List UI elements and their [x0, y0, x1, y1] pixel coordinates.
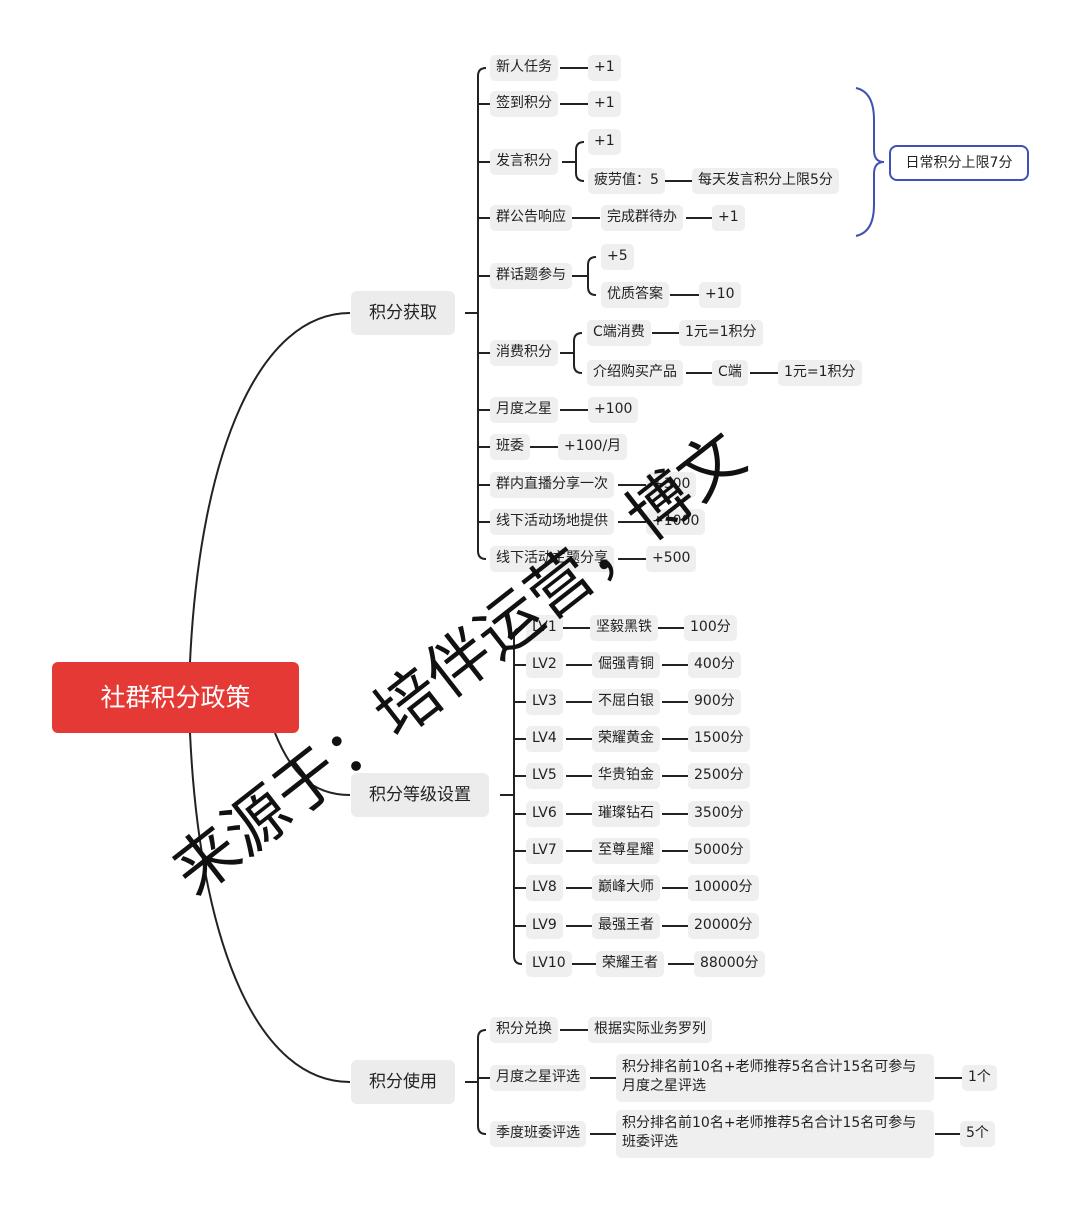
acquire-speak[interactable]: 发言积分: [490, 149, 558, 175]
level-name[interactable]: 荣耀王者: [596, 951, 664, 977]
level-points[interactable]: 2500分: [688, 763, 750, 789]
acquire-venue[interactable]: 线下活动场地提供: [490, 509, 614, 535]
level-lv[interactable]: LV9: [526, 913, 563, 939]
acquire-consume[interactable]: 消费积分: [490, 340, 558, 366]
usage-exchange-desc[interactable]: 根据实际业务罗列: [588, 1017, 712, 1043]
acquire-speak-value[interactable]: +1: [588, 129, 621, 155]
acquire-monthly-star-value[interactable]: +100: [588, 397, 639, 423]
level-points[interactable]: 20000分: [688, 913, 759, 939]
acquire-checkin[interactable]: 签到积分: [490, 91, 558, 117]
level-lv[interactable]: LV3: [526, 689, 563, 715]
acquire-live-share-value[interactable]: +300: [646, 472, 697, 498]
level-lv[interactable]: LV7: [526, 838, 563, 864]
acquire-speak-fatigue[interactable]: 疲劳值：5: [588, 168, 665, 194]
daily-limit-summary[interactable]: 日常积分上限7分: [889, 145, 1029, 181]
root-topic[interactable]: 社群积分政策: [52, 662, 299, 733]
acquire-offline-share-value[interactable]: +500: [646, 546, 697, 572]
acquire-topic-quality[interactable]: 优质答案: [601, 282, 669, 308]
branch-acquire[interactable]: 积分获取: [351, 291, 455, 335]
level-name[interactable]: 倔强青铜: [592, 652, 660, 678]
branch-usage[interactable]: 积分使用: [351, 1060, 455, 1104]
level-lv[interactable]: LV8: [526, 875, 563, 901]
acquire-consume-refer-rate[interactable]: 1元=1积分: [778, 360, 862, 386]
level-lv[interactable]: LV6: [526, 801, 563, 827]
usage-exchange[interactable]: 积分兑换: [490, 1017, 558, 1043]
level-points[interactable]: 400分: [688, 652, 741, 678]
acquire-notice-value[interactable]: +1: [712, 205, 745, 231]
usage-monthly-star-count[interactable]: 1个: [962, 1065, 997, 1091]
level-name[interactable]: 不屈白银: [592, 689, 660, 715]
level-points[interactable]: 3500分: [688, 801, 750, 827]
acquire-consume-refer-c[interactable]: C端: [712, 360, 748, 386]
usage-quarter-committee[interactable]: 季度班委评选: [490, 1121, 586, 1147]
acquire-committee-value[interactable]: +100/月: [558, 434, 628, 460]
usage-monthly-star-desc[interactable]: 积分排名前10名+老师推荐5名合计15名可参与月度之星评选: [616, 1054, 934, 1102]
level-name[interactable]: 巅峰大师: [592, 875, 660, 901]
level-name[interactable]: 华贵铂金: [592, 763, 660, 789]
level-lv[interactable]: LV4: [526, 726, 563, 752]
acquire-topic[interactable]: 群话题参与: [490, 263, 572, 289]
acquire-consume-c[interactable]: C端消费: [587, 320, 651, 346]
level-points[interactable]: 900分: [688, 689, 741, 715]
acquire-monthly-star[interactable]: 月度之星: [490, 397, 558, 423]
level-points[interactable]: 100分: [684, 615, 737, 641]
level-name[interactable]: 荣耀黄金: [592, 726, 660, 752]
level-points[interactable]: 1500分: [688, 726, 750, 752]
level-lv[interactable]: LV10: [526, 951, 572, 977]
acquire-live-share[interactable]: 群内直播分享一次: [490, 472, 614, 498]
acquire-consume-refer[interactable]: 介绍购买产品: [587, 360, 683, 386]
level-name[interactable]: 坚毅黑铁: [590, 615, 658, 641]
acquire-topic-value[interactable]: +5: [601, 244, 634, 270]
acquire-offline-share[interactable]: 线下活动主题分享: [490, 546, 614, 572]
level-lv[interactable]: LV5: [526, 763, 563, 789]
usage-quarter-committee-count[interactable]: 5个: [960, 1121, 995, 1147]
acquire-notice[interactable]: 群公告响应: [490, 205, 572, 231]
level-lv[interactable]: LV1: [526, 615, 563, 641]
level-points[interactable]: 5000分: [688, 838, 750, 864]
acquire-topic-quality-value[interactable]: +10: [699, 282, 741, 308]
level-lv[interactable]: LV2: [526, 652, 563, 678]
acquire-consume-c-rate[interactable]: 1元=1积分: [679, 320, 763, 346]
usage-quarter-committee-desc[interactable]: 积分排名前10名+老师推荐5名合计15名可参与班委评选: [616, 1110, 934, 1158]
acquire-notice-task[interactable]: 完成群待办: [601, 205, 683, 231]
usage-monthly-star[interactable]: 月度之星评选: [490, 1065, 586, 1091]
level-name[interactable]: 最强王者: [592, 913, 660, 939]
acquire-checkin-value[interactable]: +1: [588, 91, 621, 117]
level-name[interactable]: 至尊星耀: [592, 838, 660, 864]
level-name[interactable]: 璀璨钻石: [592, 801, 660, 827]
level-points[interactable]: 10000分: [688, 875, 759, 901]
acquire-newbie-value[interactable]: +1: [588, 55, 621, 81]
branch-levels[interactable]: 积分等级设置: [351, 773, 489, 817]
level-points[interactable]: 88000分: [694, 951, 765, 977]
acquire-committee[interactable]: 班委: [490, 434, 530, 460]
acquire-newbie[interactable]: 新人任务: [490, 55, 558, 81]
acquire-venue-value[interactable]: +1000: [646, 509, 706, 535]
acquire-speak-fatigue-note[interactable]: 每天发言积分上限5分: [692, 168, 839, 194]
